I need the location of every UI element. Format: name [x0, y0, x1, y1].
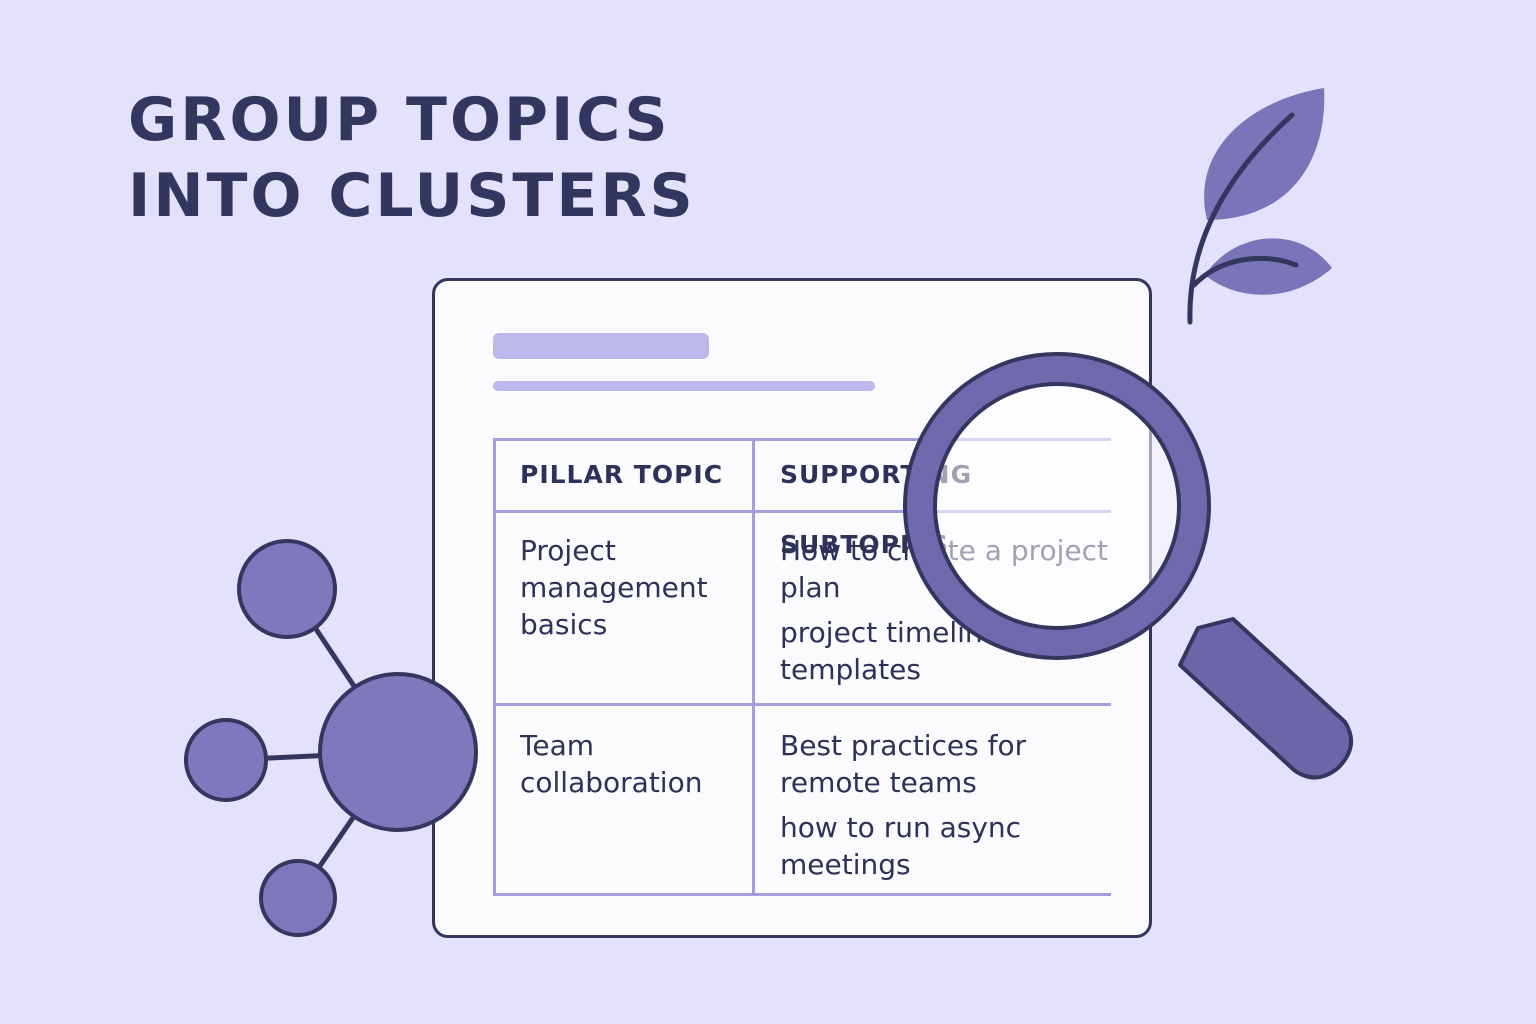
grid-line-left — [493, 438, 496, 896]
leaf-vein-lower — [1191, 255, 1299, 288]
grid-line-row — [493, 703, 1111, 706]
header-supporting-subtopics: SUPPORTING SUBTOPICS — [780, 460, 973, 559]
placeholder-text-line — [493, 381, 875, 391]
title-line-2: INTO CLUSTERS — [128, 161, 696, 231]
leaf-lower — [1205, 238, 1332, 295]
table-row-1-pillar: Project management basics — [520, 534, 708, 641]
placeholder-heading-bar — [493, 333, 709, 359]
network-node-top — [237, 539, 337, 639]
grid-line-top — [493, 438, 1111, 441]
network-node-left — [184, 718, 268, 802]
grid-line-middle — [752, 438, 755, 896]
table-row-2-pillar: Team collaboration — [520, 729, 703, 799]
network-node-bottom — [259, 859, 337, 937]
leaf-upper — [1204, 88, 1325, 220]
subtopic-item: Best practices for remote teams — [780, 729, 1027, 799]
grid-line-bottom — [493, 893, 1111, 896]
title-line-1: GROUP TOPICS — [128, 85, 671, 155]
cluster-card: PILLAR TOPIC SUPPORTING SUBTOPICS Projec… — [432, 278, 1152, 938]
leaf-stem — [1187, 112, 1295, 325]
table-row-2-subtopics: Best practices for remote teams how to r… — [780, 727, 1110, 891]
grid-line-header — [493, 510, 1111, 513]
topic-cluster-table: PILLAR TOPIC SUPPORTING SUBTOPICS Projec… — [493, 438, 1111, 898]
subtopic-item: project timeline templates — [780, 616, 1000, 686]
subtopic-item: how to run async meetings — [780, 811, 1022, 881]
subtopic-item: How to create a project plan — [780, 534, 1109, 604]
table-row-1-subtopics: How to create a project plan project tim… — [780, 532, 1110, 696]
magnifier-handle — [1178, 617, 1354, 780]
page-title: GROUP TOPICS INTO CLUSTERS — [128, 82, 696, 234]
header-pillar-topic: PILLAR TOPIC — [520, 460, 724, 489]
